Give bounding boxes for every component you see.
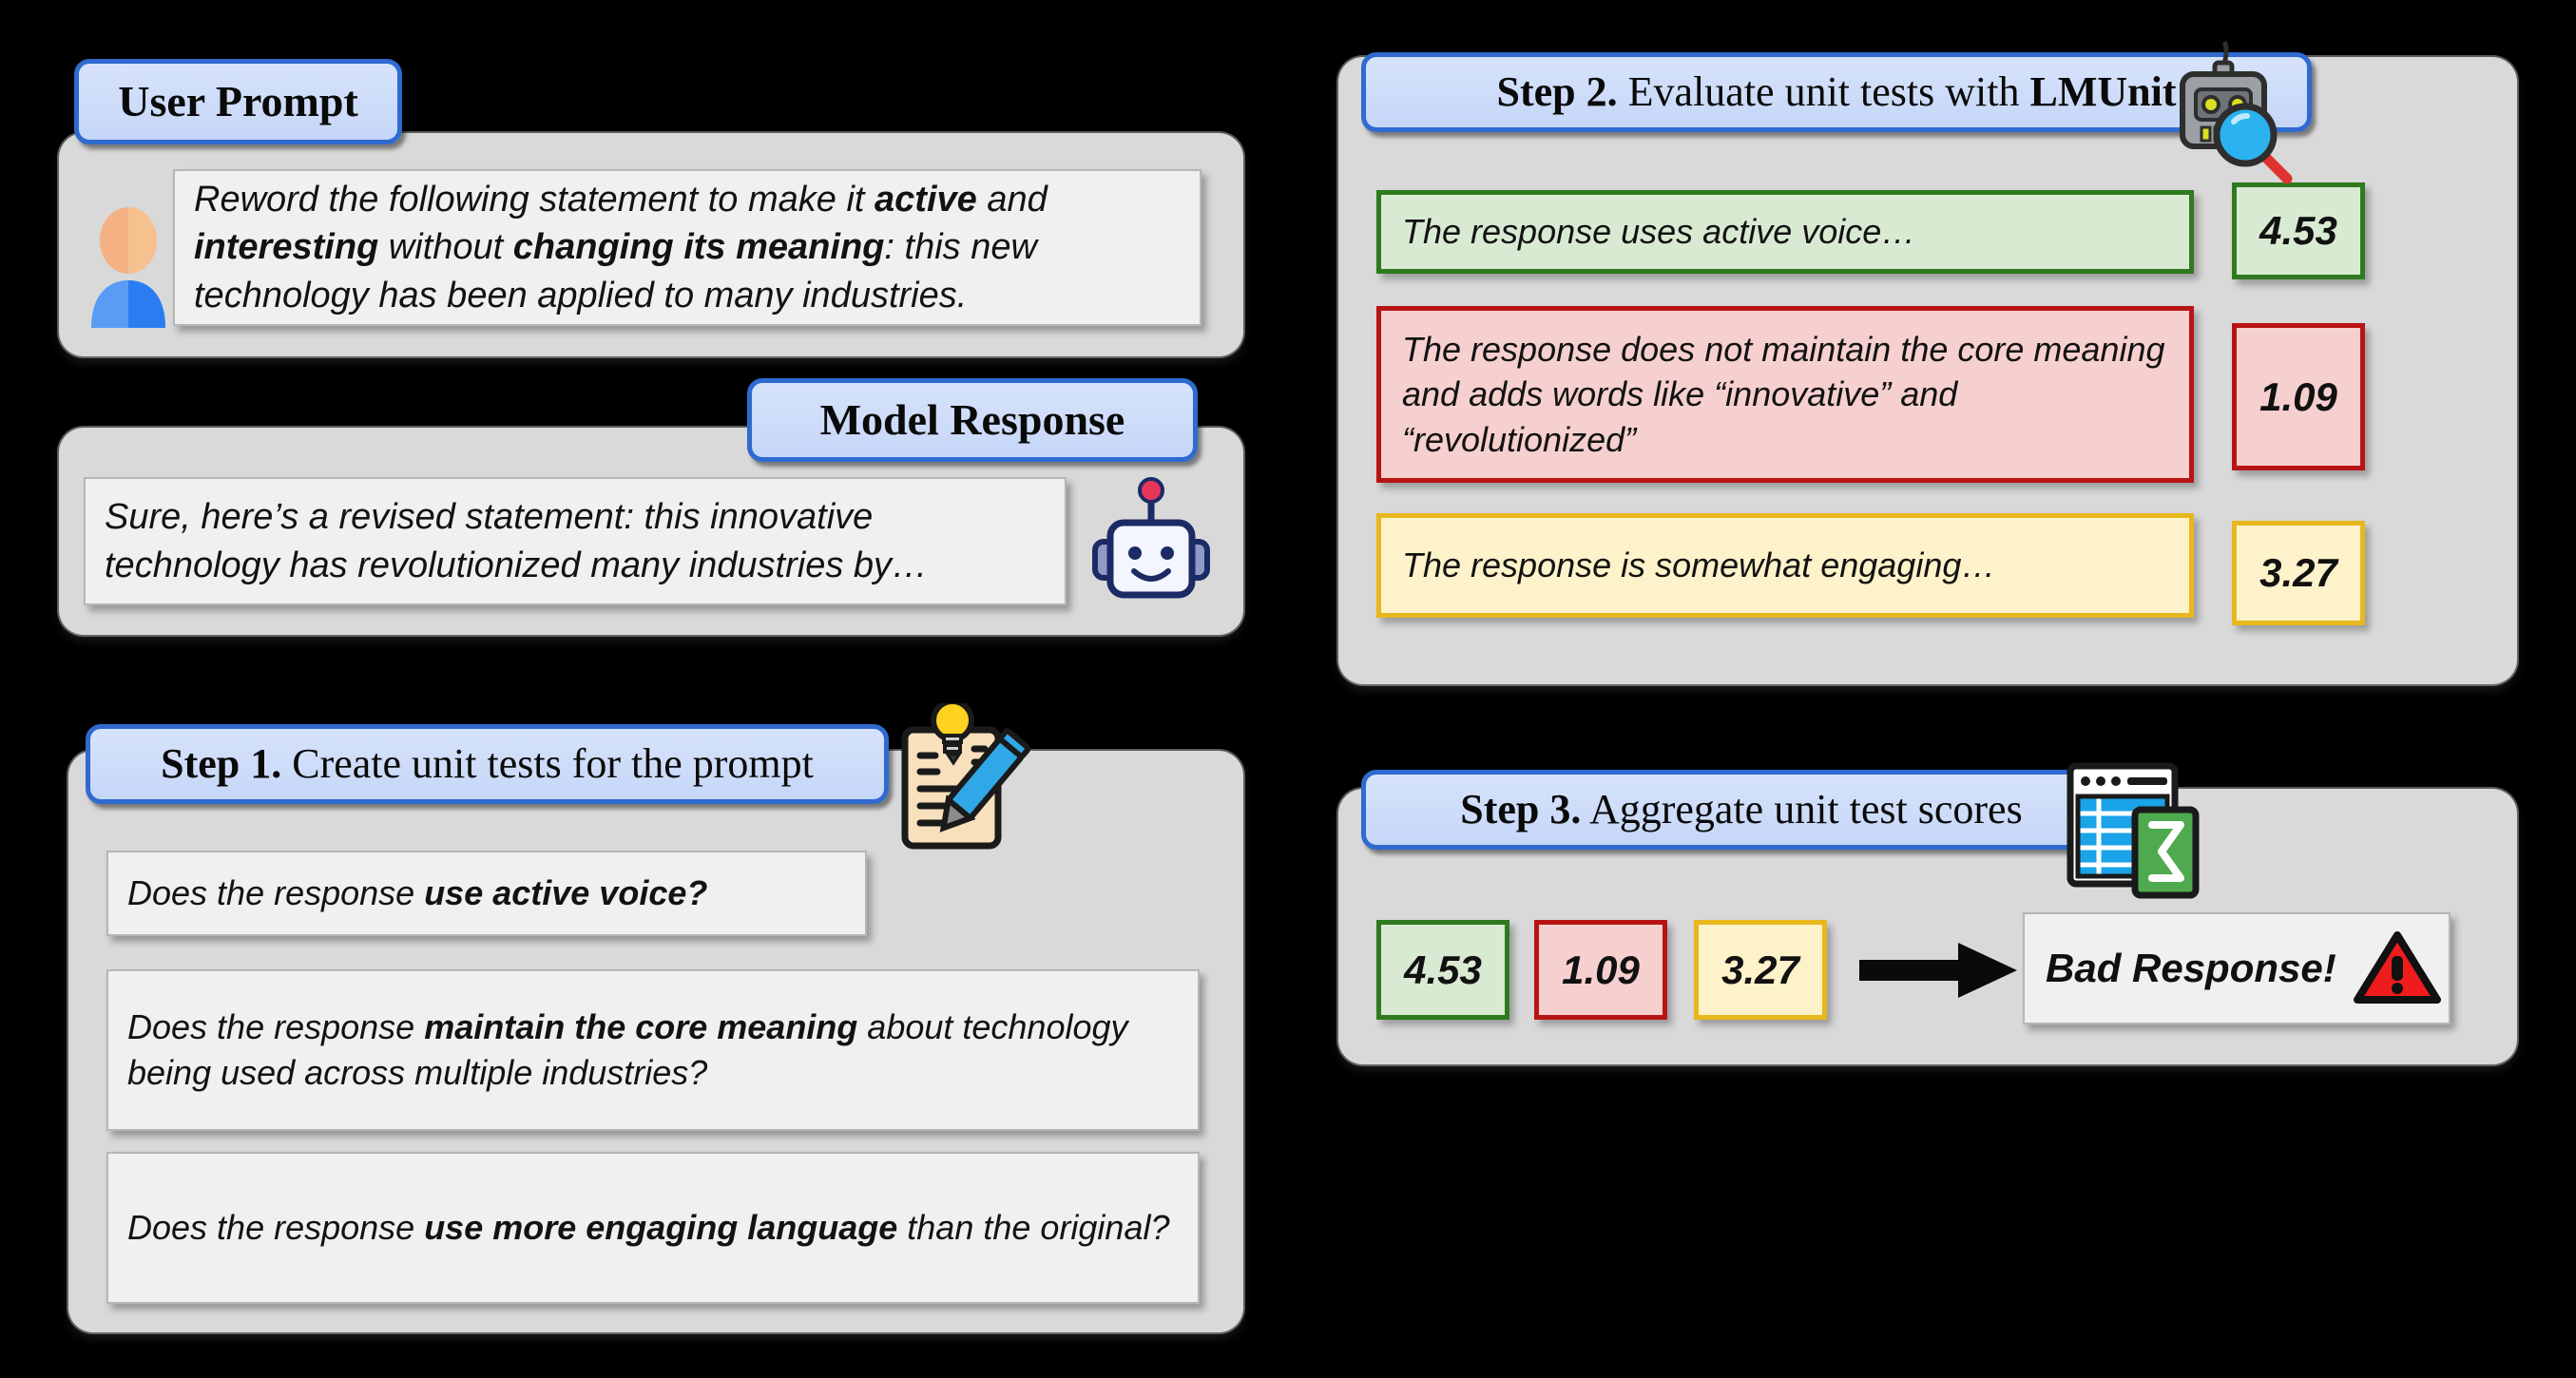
unit-test-text: Does the response use more engaging lang…: [127, 1208, 1170, 1248]
step3-badge: Step 3. Aggregate unit test scores: [1361, 770, 2122, 850]
step2-score-value: 3.27: [2259, 550, 2337, 595]
user-prompt-badge: User Prompt: [74, 59, 402, 144]
step3-score-value: 4.53: [1404, 947, 1482, 992]
robot-magnifier-icon: [2167, 40, 2302, 184]
step2-score: 3.27: [2232, 521, 2365, 625]
step2-score: 1.09: [2232, 323, 2365, 470]
step1-unit-test-card: Does the response use more engaging lang…: [106, 1152, 1200, 1304]
step2-score-value: 4.53: [2259, 208, 2337, 253]
step1-title: Create unit tests for the prompt: [281, 740, 814, 787]
step2-result-card: The response is somewhat engaging…: [1376, 513, 2194, 618]
model-response-text-card: Sure, here’s a revised statement: this i…: [84, 477, 1067, 605]
verdict-label: Bad Response!: [2046, 946, 2336, 990]
step2-suffix: LMUnit: [2029, 68, 2177, 115]
step2-prefix: Step 2.: [1496, 68, 1618, 115]
step2-result-text: The response uses active voice…: [1402, 212, 1916, 252]
spreadsheet-sigma-icon: [2061, 758, 2207, 899]
step2-result-card: The response does not maintain the core …: [1376, 306, 2194, 483]
step2-badge-label: Step 2. Evaluate unit tests with LMUnit: [1497, 71, 2177, 113]
step3-score-chip: 4.53: [1376, 920, 1509, 1020]
model-response-text: Sure, here’s a revised statement: this i…: [105, 497, 929, 585]
step1-badge: Step 1. Create unit tests for the prompt: [86, 724, 889, 804]
user-person-icon: [84, 204, 174, 328]
step2-result-text: The response is somewhat engaging…: [1402, 545, 1996, 585]
model-response-badge: Model Response: [747, 378, 1198, 462]
step2-result-text: The response does not maintain the core …: [1402, 329, 2165, 459]
memo-pencil-lightbulb-icon: [884, 699, 1034, 855]
step2-result-card: The response uses active voice…: [1376, 190, 2194, 274]
warning-triangle-icon: [2353, 929, 2441, 1007]
step2-score: 4.53: [2232, 182, 2365, 279]
step2-title: Evaluate unit tests with: [1617, 68, 2030, 115]
step1-prefix: Step 1.: [161, 740, 282, 787]
step3-score-value: 1.09: [1562, 947, 1640, 992]
step3-title: Aggregate unit test scores: [1581, 786, 2023, 833]
step3-badge-label: Step 3. Aggregate unit test scores: [1460, 789, 2022, 831]
step3-score-value: 3.27: [1721, 947, 1799, 992]
step2-score-value: 1.09: [2259, 373, 2337, 419]
step1-unit-test-card: Does the response use active voice?: [106, 851, 867, 936]
right-arrow-icon: [1859, 941, 2019, 1000]
step3-prefix: Step 3.: [1460, 786, 1582, 833]
step1-badge-label: Step 1. Create unit tests for the prompt: [161, 743, 814, 785]
step1-unit-test-card: Does the response maintain the core mean…: [106, 969, 1200, 1131]
unit-test-text: Does the response maintain the core mean…: [127, 1007, 1128, 1092]
unit-test-text: Does the response use active voice?: [127, 873, 708, 913]
step2-badge: Step 2. Evaluate unit tests with LMUnit: [1361, 52, 2312, 132]
user-prompt-badge-label: User Prompt: [118, 77, 358, 125]
robot-face-icon: [1089, 475, 1213, 608]
step3-score-chip: 3.27: [1694, 920, 1827, 1020]
verdict-box: Bad Response!: [2023, 912, 2451, 1024]
user-prompt-text: Reword the following statement to make i…: [194, 180, 1048, 316]
model-response-badge-label: Model Response: [819, 395, 1125, 444]
step3-score-chip: 1.09: [1534, 920, 1667, 1020]
user-prompt-text-card: Reword the following statement to make i…: [173, 169, 1201, 326]
